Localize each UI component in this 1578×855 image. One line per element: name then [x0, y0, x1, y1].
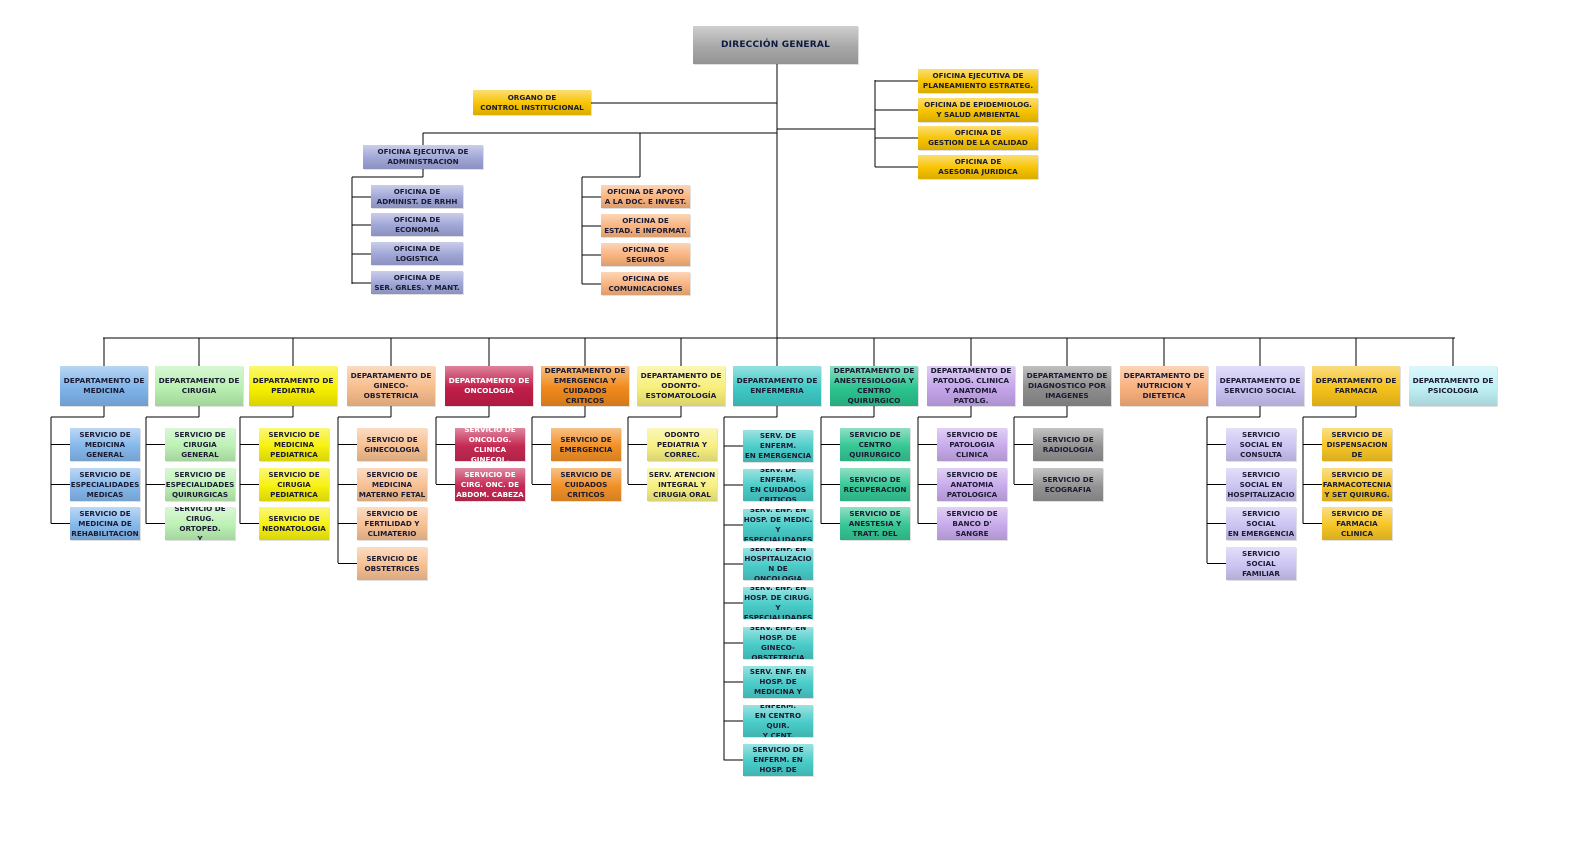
service-gineco-0-box: SERVICIO DE GINECOLOGIA	[357, 428, 427, 461]
oficina-derecha-0-box: OFICINA EJECUTIVA DE PLANEAMIENTO ESTRAT…	[918, 69, 1038, 93]
service-cirugia-2-box: SERVICIO DE CIRUG. ORTOPED. Y	[165, 507, 235, 540]
department-psicologia-box: DEPARTAMENTO DE PSICOLOGIA	[1409, 366, 1497, 406]
service-oncologia-0-box: SERVICIO DE ONCOLOG. CLINICA GINECOL.	[455, 428, 525, 461]
department-oncologia-box: DEPARTAMENTO DE ONCOLOGIA	[445, 366, 533, 406]
service-odonto-0-box: SERV. DE ODONTO PEDIATRIA Y CORREC. DENT…	[647, 428, 717, 461]
department-pediatria-box: DEPARTAMENTO DE PEDIATRIA	[249, 366, 337, 406]
service-anestesiologia-0-box: SERVICIO DE CENTRO QUIRURGICO	[840, 428, 910, 461]
department-gineco-box: DEPARTAMENTO DE GINECO- OBSTETRICIA	[347, 366, 435, 406]
service-emergencia-0-box: SERVICIO DE EMERGENCIA	[551, 428, 621, 461]
service-gineco-2-box: SERVICIO DE FERTILIDAD Y CLIMATERIO	[357, 507, 427, 540]
service-medicina-1-box: SERVICIO DE ESPECIALIDADES MEDICAS	[70, 468, 140, 501]
service-odonto-1-box: SERV. ATENCION INTEGRAL Y CIRUGIA ORAL	[647, 468, 717, 501]
service-enfermeria-2-box: SERV. ENF. EN HOSP. DE MEDIC. Y ESPECIAL…	[743, 509, 813, 541]
department-patologia-box: DEPARTAMENTO DE PATOLOG. CLINICA Y ANATO…	[927, 366, 1015, 406]
department-anestesiologia-box: DEPARTAMENTO DE ANESTESIOLOGIA Y CENTRO …	[830, 366, 918, 406]
service-pediatria-1-box: SERVICIO DE CIRUGIA PEDIATRICA	[259, 468, 329, 501]
service-pediatria-2-box: SERVICIO DE NEONATOLOGIA	[259, 507, 329, 540]
department-medicina-box: DEPARTAMENTO DE MEDICINA	[60, 366, 148, 406]
service-servicio_social-0-box: SERVICIO SOCIAL EN CONSULTA	[1226, 428, 1296, 461]
service-servicio_social-3-box: SERVICIO SOCIAL FAMILIAR	[1226, 547, 1296, 580]
service-gineco-3-box: SERVICIO DE OBSTETRICES	[357, 547, 427, 580]
organo-control-box: ORGANO DE CONTROL INSTITUCIONAL	[473, 90, 591, 115]
administracion-child-0-box: OFICINA DE ADMINIST. DE RRHH	[371, 185, 463, 208]
service-medicina-2-box: SERVICIO DE MEDICINA DE REHABILITACION	[70, 507, 140, 540]
service-farmacia-2-box: SERVICIO DE FARMACIA CLINICA	[1322, 507, 1392, 540]
administracion-child-3-box: OFICINA DE SER. GRLES. Y MANT.	[371, 271, 463, 294]
department-diagnostico-box: DEPARTAMENTO DE DIAGNOSTICO POR IMAGENES	[1023, 366, 1111, 406]
service-cirugia-1-box: SERVICIO DE ESPECIALIDADES QUIRURGICAS	[165, 468, 235, 501]
service-oncologia-1-box: SERVICIO DE CIRG. ONC. DE ABDOM. CABEZA	[455, 468, 525, 501]
oficina-derecha-3-box: OFICINA DE ASESORIA JURIDICA	[918, 155, 1038, 179]
oficina-administracion-box: OFICINA EJECUTIVA DE ADMINISTRACION	[363, 145, 483, 169]
service-farmacia-1-box: SERVICIO DE FARMACOTECNIA Y SET QUIRURG.	[1322, 468, 1392, 501]
service-servicio_social-1-box: SERVICIO SOCIAL EN HOSPITALIZACIO	[1226, 468, 1296, 501]
service-farmacia-0-box: SERVICIO DE DISPENSACION DE	[1322, 428, 1392, 461]
service-enfermeria-4-box: SERV. ENF. EN HOSP. DE CIRUG. Y ESPECIAL…	[743, 587, 813, 619]
service-enfermeria-6-box: SERV. ENF. EN HOSP. DE MEDICINA Y	[743, 666, 813, 698]
service-diagnostico-1-box: SERVICIO DE ECOGRAFIA	[1033, 468, 1103, 501]
direccion-general-box: DIRECCIÓN GENERAL	[693, 26, 858, 64]
department-odonto-box: DEPARTAMENTO DE ODONTO- ESTOMATOLOGÍA	[637, 366, 725, 406]
service-patologia-1-box: SERVICIO DE ANATOMIA PATOLOGICA	[937, 468, 1007, 501]
administracion-child-2-box: OFICINA DE LOGISTICA	[371, 242, 463, 265]
service-gineco-1-box: SERVICIO DE MEDICINA MATERNO FETAL	[357, 468, 427, 501]
administracion-child-1-box: OFICINA DE ECONOMIA	[371, 213, 463, 236]
department-cirugia-box: DEPARTAMENTO DE CIRUGIA	[155, 366, 243, 406]
service-enfermeria-7-box: SERV. DE ENFERM. EN CENTRO QUIR. Y CENT.…	[743, 705, 813, 737]
service-servicio_social-2-box: SERVICIO SOCIAL EN EMERGENCIA	[1226, 507, 1296, 540]
oficina-apoyo-0-box: OFICINA DE APOYO A LA DOC. E INVEST.	[601, 185, 690, 208]
service-enfermeria-8-box: SERVICIO DE ENFERM. EN HOSP. DE	[743, 744, 813, 776]
service-emergencia-1-box: SERVICIO DE CUIDADOS CRITICOS	[551, 468, 621, 501]
oficina-apoyo-2-box: OFICINA DE SEGUROS	[601, 243, 690, 266]
service-anestesiologia-1-box: SERVICIO DE RECUPERACION	[840, 468, 910, 501]
oficina-derecha-1-box: OFICINA DE EPIDEMIOLOG. Y SALUD AMBIENTA…	[918, 98, 1038, 122]
service-pediatria-0-box: SERVICIO DE MEDICINA PEDIATRICA	[259, 428, 329, 461]
oficina-derecha-2-box: OFICINA DE GESTION DE LA CALIDAD	[918, 126, 1038, 150]
service-cirugia-0-box: SERVICIO DE CIRUGIA GENERAL	[165, 428, 235, 461]
department-servicio_social-box: DEPARTAMENTO DE SERVICIO SOCIAL	[1216, 366, 1304, 406]
service-anestesiologia-2-box: SERVICIO DE ANESTESIA Y TRATT. DEL	[840, 507, 910, 540]
service-enfermeria-5-box: SERV. ENF. EN HOSP. DE GINECO- OBSTETRIC…	[743, 627, 813, 659]
department-emergencia-box: DEPARTAMENTO DE EMERGENCIA Y CUIDADOS CR…	[541, 366, 629, 406]
service-enfermeria-0-box: SERV. DE ENFERM. EN EMERGENCIA	[743, 430, 813, 462]
department-farmacia-box: DEPARTAMENTO DE FARMACIA	[1312, 366, 1400, 406]
service-patologia-2-box: SERVICIO DE BANCO D' SANGRE	[937, 507, 1007, 540]
service-diagnostico-0-box: SERVICIO DE RADIOLOGIA	[1033, 428, 1103, 461]
department-enfermeria-box: DEPARTAMENTO DE ENFERMERIA	[733, 366, 821, 406]
department-nutricion-box: DEPARTAMENTO DE NUTRICION Y DIETETICA	[1120, 366, 1208, 406]
oficina-apoyo-1-box: OFICINA DE ESTAD. E INFORMAT.	[601, 214, 690, 237]
service-enfermeria-1-box: SERV. DE ENFERM. EN CUIDADOS CRITICOS	[743, 469, 813, 501]
service-patologia-0-box: SERVICIO DE PATOLOGIA CLINICA	[937, 428, 1007, 461]
oficina-apoyo-3-box: OFICINA DE COMUNICACIONES	[601, 272, 690, 295]
service-enfermeria-3-box: SERV. ENF. EN HOSPITALIZACIO N DE ONCOLO…	[743, 548, 813, 580]
service-medicina-0-box: SERVICIO DE MEDICINA GENERAL	[70, 428, 140, 461]
